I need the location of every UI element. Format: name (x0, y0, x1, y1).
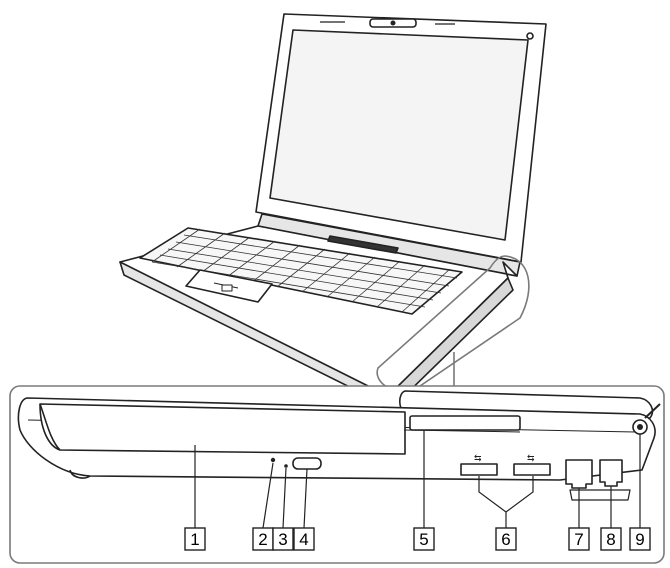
callout-label: 1 (190, 530, 199, 549)
usb-icon: ⇆ (527, 453, 535, 463)
callout-label: 7 (574, 530, 583, 549)
usb-port-1 (460, 463, 498, 476)
usb-port-2 (513, 463, 551, 476)
callout-2: 2 (252, 527, 274, 551)
callout-6: 6 (495, 527, 517, 551)
callout-4: 4 (293, 527, 315, 551)
network-port (565, 459, 593, 489)
callout-label: 4 (299, 530, 308, 549)
callout-label: 2 (258, 530, 267, 549)
eject-button (292, 457, 322, 470)
laptop-overview (119, 13, 547, 409)
callout-8: 8 (600, 527, 622, 551)
expresscard-slot (409, 415, 521, 431)
callout-label: 6 (501, 530, 510, 549)
callout-label: 9 (635, 530, 644, 549)
callout-label: 8 (606, 530, 615, 549)
callout-label: 3 (278, 530, 287, 549)
callout-3: 3 (272, 527, 294, 551)
side-view: ⇆ ⇆ (17, 390, 661, 501)
optical-drive (39, 403, 406, 455)
callout-7: 7 (568, 527, 590, 551)
callout-label: 5 (419, 530, 428, 549)
usb-icon: ⇆ (474, 453, 482, 463)
eject-hole-icon (284, 464, 288, 468)
drive-indicator-icon (270, 457, 276, 463)
callout-5: 5 (413, 527, 435, 551)
callouts: 1 2 3 4 5 6 7 8 (184, 527, 651, 551)
modem-port (599, 459, 623, 487)
callout-leaders (194, 430, 641, 529)
callout-9: 9 (629, 527, 651, 551)
laptop-screen (269, 29, 529, 241)
callout-1: 1 (184, 527, 206, 551)
